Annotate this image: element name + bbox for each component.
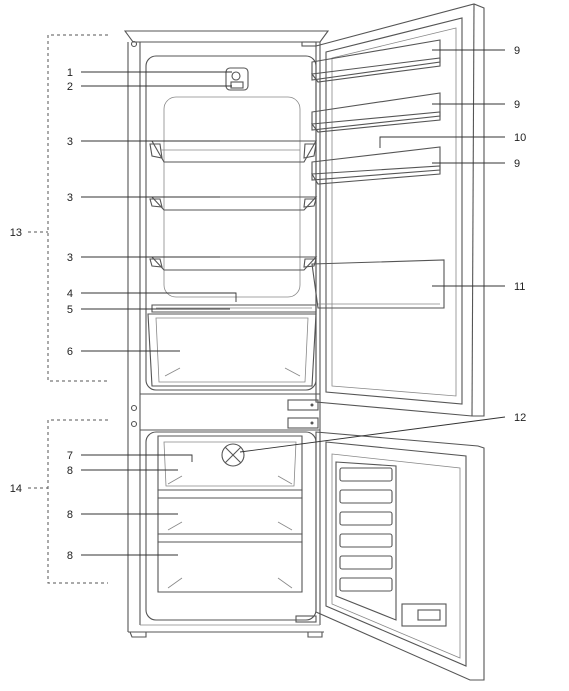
door-shelf-1 [310,39,441,83]
label-4: 4 [67,288,73,300]
label-3b: 3 [67,192,73,204]
label-1: 1 [67,67,73,79]
crisper-drawer [147,313,317,387]
glass-shelf-2 [149,196,318,211]
label-8a: 8 [67,465,73,477]
freezer-drawer-3 [157,533,303,593]
door-shelf-2 [310,92,441,133]
label-2: 2 [67,81,73,93]
cabinet [123,30,330,638]
fridge-door [315,3,485,417]
label-12: 12 [514,412,526,424]
label-14: 14 [10,483,22,495]
freezer-drawer-2 [157,489,303,535]
label-5: 5 [67,304,73,316]
label-3c: 3 [67,252,73,264]
crisper-cover [151,304,317,313]
label-8c: 8 [67,550,73,562]
label-6: 6 [67,346,73,358]
label-7: 7 [67,450,73,462]
glass-shelf-1 [149,140,317,163]
label-8b: 8 [67,509,73,521]
freezer-section-brace [28,419,108,584]
label-11: 11 [514,281,525,293]
door-shelf-3 [311,146,441,185]
bottle-shelf [311,259,445,309]
glass-shelf-3 [149,256,318,271]
ice-cube-tray [221,443,245,467]
fridge-compartment [145,55,317,391]
label-9c: 9 [514,158,520,170]
callout-labels: 1 2 3 3 3 4 5 6 7 8 8 8 9 9 10 9 11 12 1… [10,45,527,562]
label-9b: 9 [514,99,520,111]
leader-lines [81,49,506,556]
label-9a: 9 [514,45,520,57]
label-10: 10 [514,132,526,144]
label-13: 13 [10,227,22,239]
freezer-door [315,431,485,681]
fridge-section-brace [28,34,108,382]
thermostat-lamp [225,67,249,91]
label-3a: 3 [67,136,73,148]
